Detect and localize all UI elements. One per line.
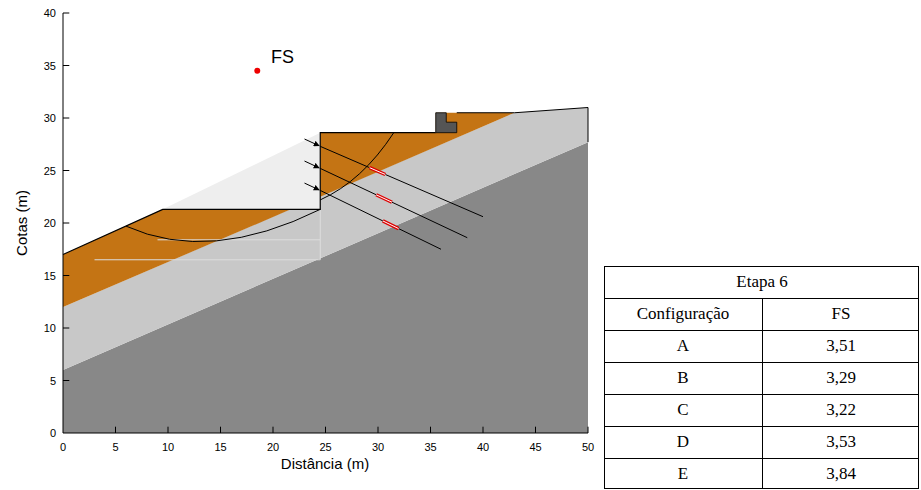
axis-tick — [63, 118, 69, 119]
axis-tick-label: 35 — [424, 441, 436, 453]
table-cell: B — [677, 369, 688, 388]
table-frame — [605, 267, 919, 489]
slip-surface — [320, 133, 394, 200]
axis-tick-label: 25 — [319, 441, 331, 453]
axis-tick — [273, 427, 274, 433]
axis-tick — [63, 170, 69, 171]
axis-tick-label: 20 — [44, 217, 56, 229]
axis-tick — [63, 223, 69, 224]
fs-point — [254, 68, 260, 74]
axis-tick — [325, 427, 326, 433]
axis-tick — [168, 427, 169, 433]
axis-tick — [63, 65, 69, 66]
axis-tick — [63, 13, 69, 14]
axis-tick — [588, 427, 589, 433]
table-cell: 3,22 — [826, 401, 856, 420]
axis-line — [63, 13, 588, 433]
table-cell: 3,29 — [826, 369, 856, 388]
slip-surface — [126, 209, 320, 241]
axis-tick-label: 35 — [44, 59, 56, 71]
axis-tick-label: 10 — [44, 322, 56, 334]
axis-tick — [63, 380, 69, 381]
retaining-wall-outline — [436, 113, 457, 133]
ground-anchor — [320, 168, 467, 237]
colluvium-layer — [320, 113, 514, 197]
axis-tick-label: 15 — [214, 441, 226, 453]
axis-tick-label: 20 — [267, 441, 279, 453]
axis-tick-label: 15 — [44, 269, 56, 281]
ground-anchor — [320, 190, 441, 249]
table-cell: 3,51 — [826, 337, 856, 356]
anchor-bond — [370, 168, 386, 175]
axis-tick-label: 45 — [529, 441, 541, 453]
colluvium-layer — [63, 209, 291, 307]
axis-title: Distância (m) — [281, 456, 369, 473]
anchor-bond — [383, 221, 399, 229]
table-cell: E — [678, 465, 688, 484]
axis-tick-label: 5 — [112, 441, 118, 453]
table-cell: A — [677, 337, 689, 356]
axis-tick-label: 0 — [50, 427, 56, 439]
anchor-head — [305, 183, 320, 190]
guide-line — [320, 209, 321, 259]
anchor-bond — [383, 221, 399, 229]
ground-surface — [63, 133, 436, 255]
axis-tick-label: 10 — [162, 441, 174, 453]
anchor-bond — [376, 195, 392, 202]
axis-tick — [535, 427, 536, 433]
anchor-bond — [370, 168, 386, 175]
point-label: FS — [271, 48, 294, 68]
anchor-head — [305, 139, 320, 146]
axis-tick-label: 5 — [50, 374, 56, 386]
axis-tick-label: 50 — [582, 441, 594, 453]
axis-tick-label: 25 — [44, 164, 56, 176]
axis-tick — [115, 427, 116, 433]
ground-anchor — [320, 146, 483, 216]
table-cell: D — [677, 433, 689, 452]
table-rule — [605, 458, 919, 459]
axis-tick — [63, 275, 69, 276]
axis-tick-label: 30 — [44, 112, 56, 124]
table-cell: C — [677, 401, 688, 420]
table-rule — [605, 426, 919, 427]
anchor-bond — [376, 195, 392, 202]
residual-soil-layer — [63, 108, 588, 371]
axis-title: Cotas (m) — [14, 190, 31, 256]
table-rule — [605, 362, 919, 363]
axis-tick-label: 0 — [60, 441, 66, 453]
guide-line — [95, 259, 321, 260]
axis-tick-label: 40 — [44, 7, 56, 19]
guide-line — [158, 239, 321, 240]
ground-surface — [457, 108, 588, 143]
axis-tick-label: 30 — [372, 441, 384, 453]
axis-tick — [220, 427, 221, 433]
excavated-zone — [163, 133, 321, 210]
axis-tick — [430, 427, 431, 433]
axis-tick — [63, 328, 69, 329]
axis-tick — [378, 427, 379, 433]
table-rule — [605, 298, 919, 299]
table-header: FS — [832, 305, 851, 324]
table-title: Etapa 6 — [736, 273, 787, 292]
table-rule — [605, 330, 919, 331]
axis-tick — [483, 427, 484, 433]
table-cell: 3,53 — [826, 433, 856, 452]
table-rule — [605, 394, 919, 395]
retaining-wall — [436, 113, 457, 133]
axis-tick-label: 40 — [477, 441, 489, 453]
table-header: Configuração — [637, 305, 730, 324]
table-rule — [762, 299, 763, 489]
anchor-head — [305, 161, 320, 168]
table-cell: 3,84 — [826, 465, 856, 484]
